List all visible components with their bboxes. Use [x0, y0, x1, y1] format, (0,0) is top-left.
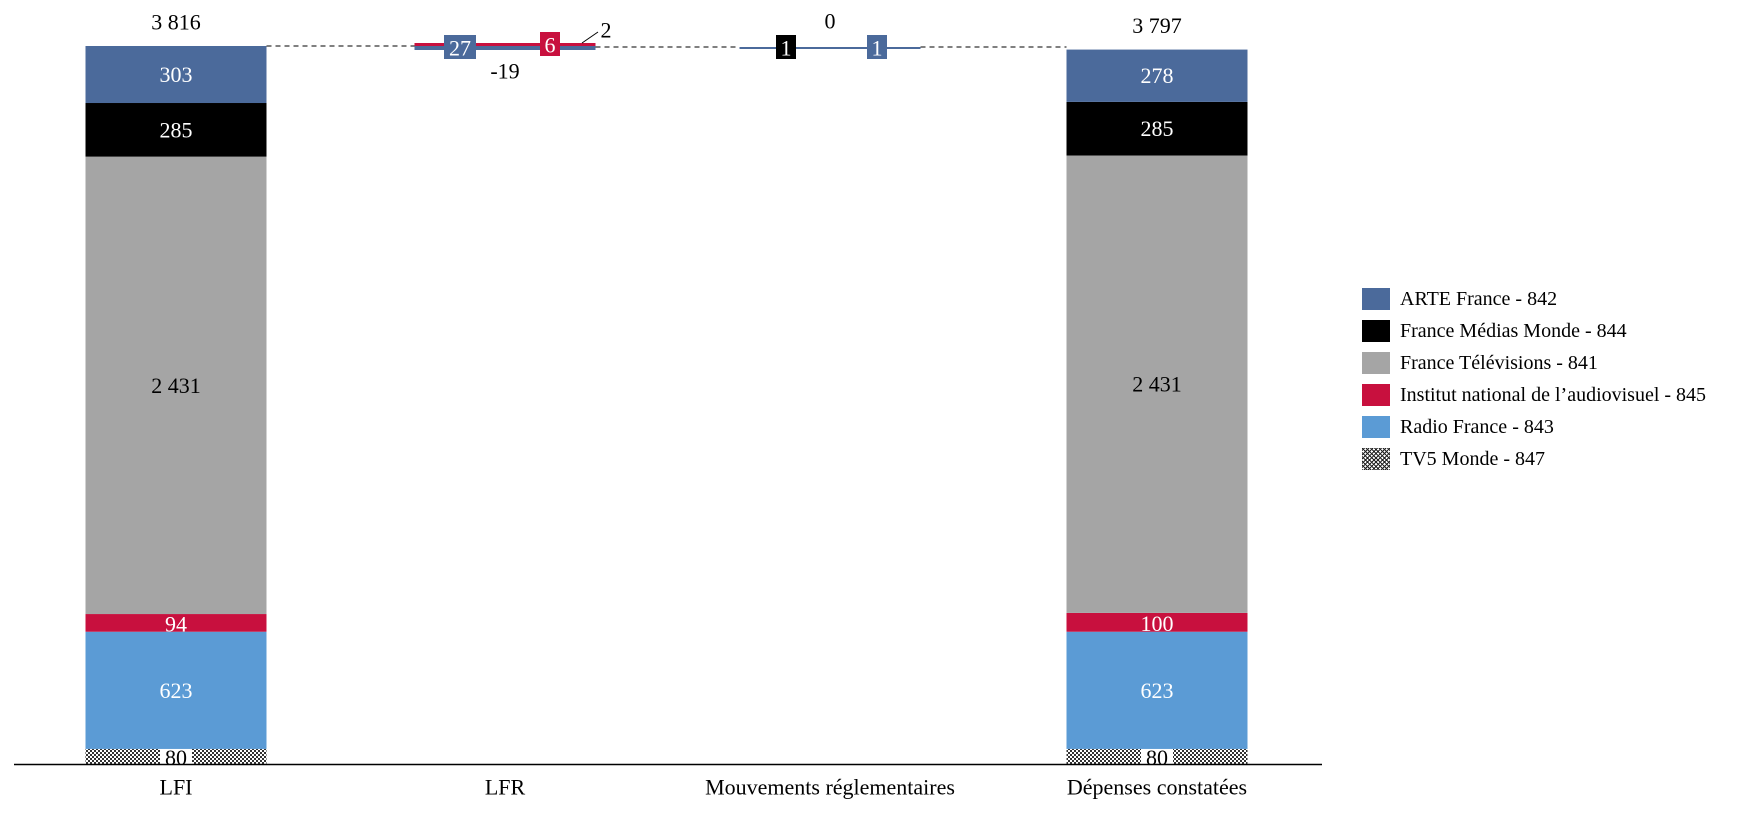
data-label-arte-lfr: 27: [449, 36, 471, 61]
data-label-fmm-mouvements: 1: [781, 36, 792, 61]
data-label-arte-france-lfi: 303: [160, 62, 193, 87]
data-label-fmm-lfr: 2: [601, 18, 612, 43]
x-tick-label-lfi: LFI: [160, 775, 193, 800]
data-label-france-medias-monde-lfi: 285: [160, 117, 193, 142]
total-label-lfi: 3 816: [151, 10, 201, 35]
bar-change-mouvements: [739, 47, 921, 49]
bar-institut-national-de-l-audiovisuel-depenses-constatees: [1066, 612, 1248, 632]
bar-arte-france-lfi: [85, 46, 267, 104]
legend-swatch-radio-france: [1362, 416, 1390, 438]
data-label-institut-national-de-l-audiovisuel-depenses-constatees: 100: [1141, 611, 1174, 636]
total-label-lfr: -19: [490, 59, 519, 84]
legend-item-institut-national-de-l-audiovisuel: Institut national de l’audiovisuel - 845: [1362, 379, 1706, 411]
legend-label-radio-france: Radio France - 843: [1400, 415, 1554, 438]
bar-arte-france-depenses-constatees: [1066, 49, 1248, 102]
bar-inst-change-lfr: [414, 43, 596, 46]
legend-label-institut-national-de-l-audiovisuel: Institut national de l’audiovisuel - 845: [1400, 383, 1707, 406]
data-label-tv5-monde-lfi: 80: [165, 745, 187, 770]
bar-arte-change-lfr: [414, 46, 596, 50]
bar-radio-france-lfi: [85, 631, 267, 749]
total-label-mouvements: 0: [825, 9, 836, 34]
data-label-institut-national-de-l-audiovisuel-lfi: 94: [165, 611, 187, 636]
legend-swatch-arte-france: [1362, 288, 1390, 310]
data-label-arte-lfr-bg: [444, 35, 476, 59]
legend-item-radio-france: Radio France - 843: [1362, 411, 1706, 443]
legend-swatch-france-televisions: [1362, 352, 1390, 374]
data-label-france-televisions-depenses-constatees: 2 431: [1132, 372, 1182, 397]
legend-label-tv5-monde: TV5 Monde - 847: [1400, 447, 1545, 470]
legend-label-france-medias-monde: France Médias Monde - 844: [1400, 319, 1627, 342]
data-label-france-televisions-lfi: 2 431: [151, 373, 201, 398]
data-label-fmm-mouvements-bg: [776, 35, 796, 59]
legend-item-france-televisions: France Télévisions - 841: [1362, 347, 1706, 379]
chart-plot-area: 80 623 94 2 431 285 303 3 816 80 623 100 2 431 285 2…: [14, 9, 1322, 800]
x-tick-label-depenses-constatees: Dépenses constatées: [1067, 775, 1247, 800]
legend-label-france-televisions: France Télévisions - 841: [1400, 351, 1598, 374]
bar-institut-national-de-l-audiovisuel-lfi: [85, 614, 267, 632]
legend-label-arte-france: ARTE France - 842: [1400, 287, 1558, 310]
data-label-radio-france-lfi: 623: [160, 678, 193, 703]
data-label-radio-france-depenses-constatees: 623: [1141, 678, 1174, 703]
x-tick-label-lfr: LFR: [485, 775, 526, 800]
data-label-arte-mouvements-bg: [867, 35, 887, 59]
bar-france-televisions-depenses-constatees: [1066, 155, 1248, 613]
data-label-arte-mouvements: 1: [872, 36, 883, 61]
legend-item-france-medias-monde: France Médias Monde - 844: [1362, 315, 1706, 347]
bar-france-medias-monde-depenses-constatees: [1066, 101, 1248, 156]
x-tick-label-mouvements-reglementaires: Mouvements réglementaires: [705, 775, 955, 800]
legend-swatch-institut-national-de-l-audiovisuel: [1362, 384, 1390, 406]
legend-swatch-tv5-monde: [1362, 448, 1390, 470]
bar-radio-france-depenses-constatees: [1066, 631, 1248, 749]
bar-france-televisions-lfi: [85, 156, 267, 615]
legend-swatch-france-medias-monde: [1362, 320, 1390, 342]
total-label-depenses-constatees: 3 797: [1132, 13, 1182, 38]
data-label-france-medias-monde-depenses-constatees: 285: [1141, 116, 1174, 141]
legend-item-tv5-monde: TV5 Monde - 847: [1362, 443, 1706, 475]
data-label-tv5-monde-depenses-constatees: 80: [1146, 745, 1168, 770]
leader-line-fmm-lfr: [581, 31, 599, 44]
data-label-inst-lfr: 6: [545, 33, 556, 58]
data-label-inst-lfr-bg: [540, 32, 560, 56]
legend-item-arte-france: ARTE France - 842: [1362, 283, 1706, 315]
bar-france-medias-monde-lfi: [85, 103, 267, 157]
data-label-arte-france-depenses-constatees: 278: [1141, 63, 1174, 88]
